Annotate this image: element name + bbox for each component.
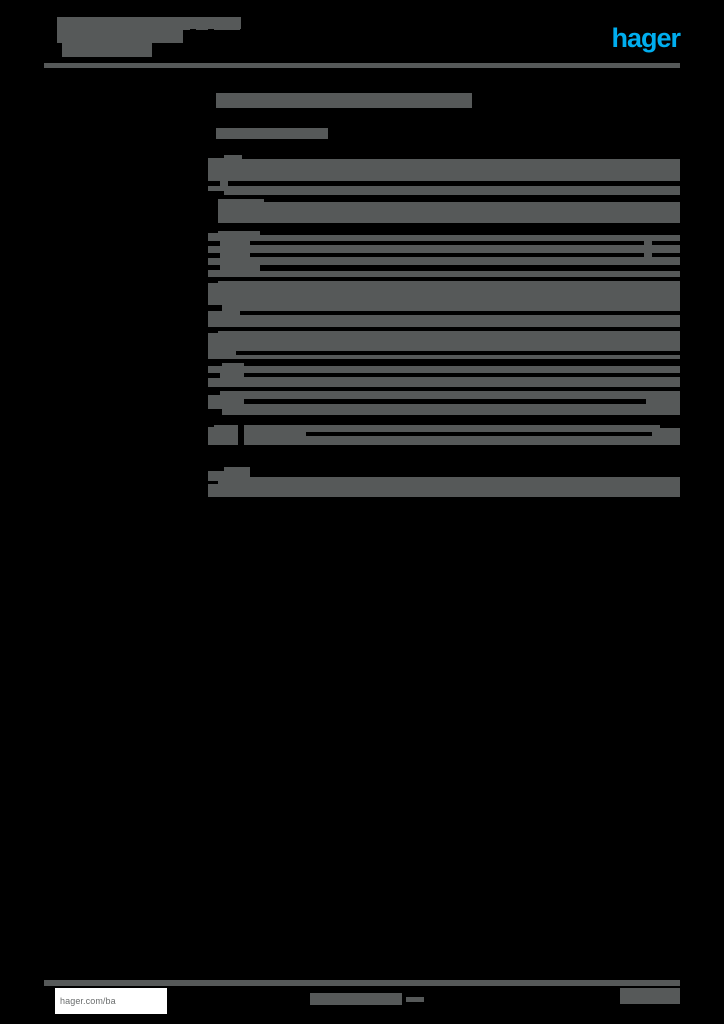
document-title-line-3 xyxy=(62,43,152,57)
document-subtitle-part-b xyxy=(196,21,208,30)
specification-table xyxy=(208,155,680,515)
redaction-gap xyxy=(208,231,218,233)
redaction-gap xyxy=(244,363,680,366)
redaction-gap xyxy=(228,181,680,186)
footer-divider xyxy=(44,980,680,986)
redaction-gap xyxy=(652,241,680,245)
redaction-gap xyxy=(264,199,680,202)
table-row xyxy=(208,331,680,359)
page-title xyxy=(216,93,472,108)
redaction-gap xyxy=(260,265,680,271)
redaction-gap xyxy=(208,467,224,471)
document-title-line-1 xyxy=(57,17,241,29)
redaction-gap xyxy=(208,155,224,158)
document-subtitle-part-a xyxy=(150,21,190,30)
table-row xyxy=(208,391,680,415)
redaction-gap xyxy=(208,331,218,333)
redaction-gap xyxy=(236,351,680,355)
redaction-gap xyxy=(242,155,680,159)
redaction-gap xyxy=(244,399,646,404)
redaction-gap xyxy=(660,425,680,428)
redaction-gap xyxy=(208,363,222,366)
redaction-gap xyxy=(208,373,220,378)
redaction-gap xyxy=(208,181,220,186)
redaction-gap xyxy=(208,425,214,427)
redaction-gap xyxy=(652,253,680,257)
redaction-gap xyxy=(208,253,220,258)
table-row xyxy=(208,467,680,497)
redaction-gap xyxy=(208,391,220,395)
redaction-gap xyxy=(250,467,680,477)
header-divider xyxy=(44,63,680,68)
redaction-gap xyxy=(208,409,222,415)
footer-url-box[interactable]: hager.com/ba xyxy=(55,988,167,1014)
redaction-gap xyxy=(250,241,644,245)
redaction-gap xyxy=(208,305,222,311)
footer-center-note-secondary xyxy=(406,997,424,1002)
redaction-gap xyxy=(244,373,680,377)
redaction-gap xyxy=(208,191,224,195)
table-row xyxy=(208,363,680,387)
footer-page-marker xyxy=(620,988,680,1004)
table-row xyxy=(208,155,680,195)
table-row xyxy=(208,231,680,277)
redaction-gap xyxy=(208,281,218,283)
table-row xyxy=(208,425,680,445)
redaction-gap xyxy=(238,425,244,445)
redaction-gap xyxy=(208,241,220,246)
redaction-gap xyxy=(306,432,652,436)
table-row xyxy=(208,281,680,327)
redaction-gap xyxy=(208,199,218,223)
redaction-gap xyxy=(240,311,680,315)
document-subtitle-part-c xyxy=(214,21,240,30)
table-row xyxy=(208,199,680,223)
section-subtitle xyxy=(216,128,328,139)
redaction-gap xyxy=(250,253,644,257)
page-header: hager xyxy=(0,0,724,80)
redaction-gap xyxy=(208,265,220,270)
hager-logo: hager xyxy=(611,23,681,53)
footer-url-label: hager.com/ba xyxy=(60,996,116,1006)
redaction-gap xyxy=(260,231,680,235)
redaction-gap xyxy=(208,481,218,484)
footer-center-note xyxy=(310,993,402,1005)
document-title-line-2 xyxy=(57,29,183,43)
